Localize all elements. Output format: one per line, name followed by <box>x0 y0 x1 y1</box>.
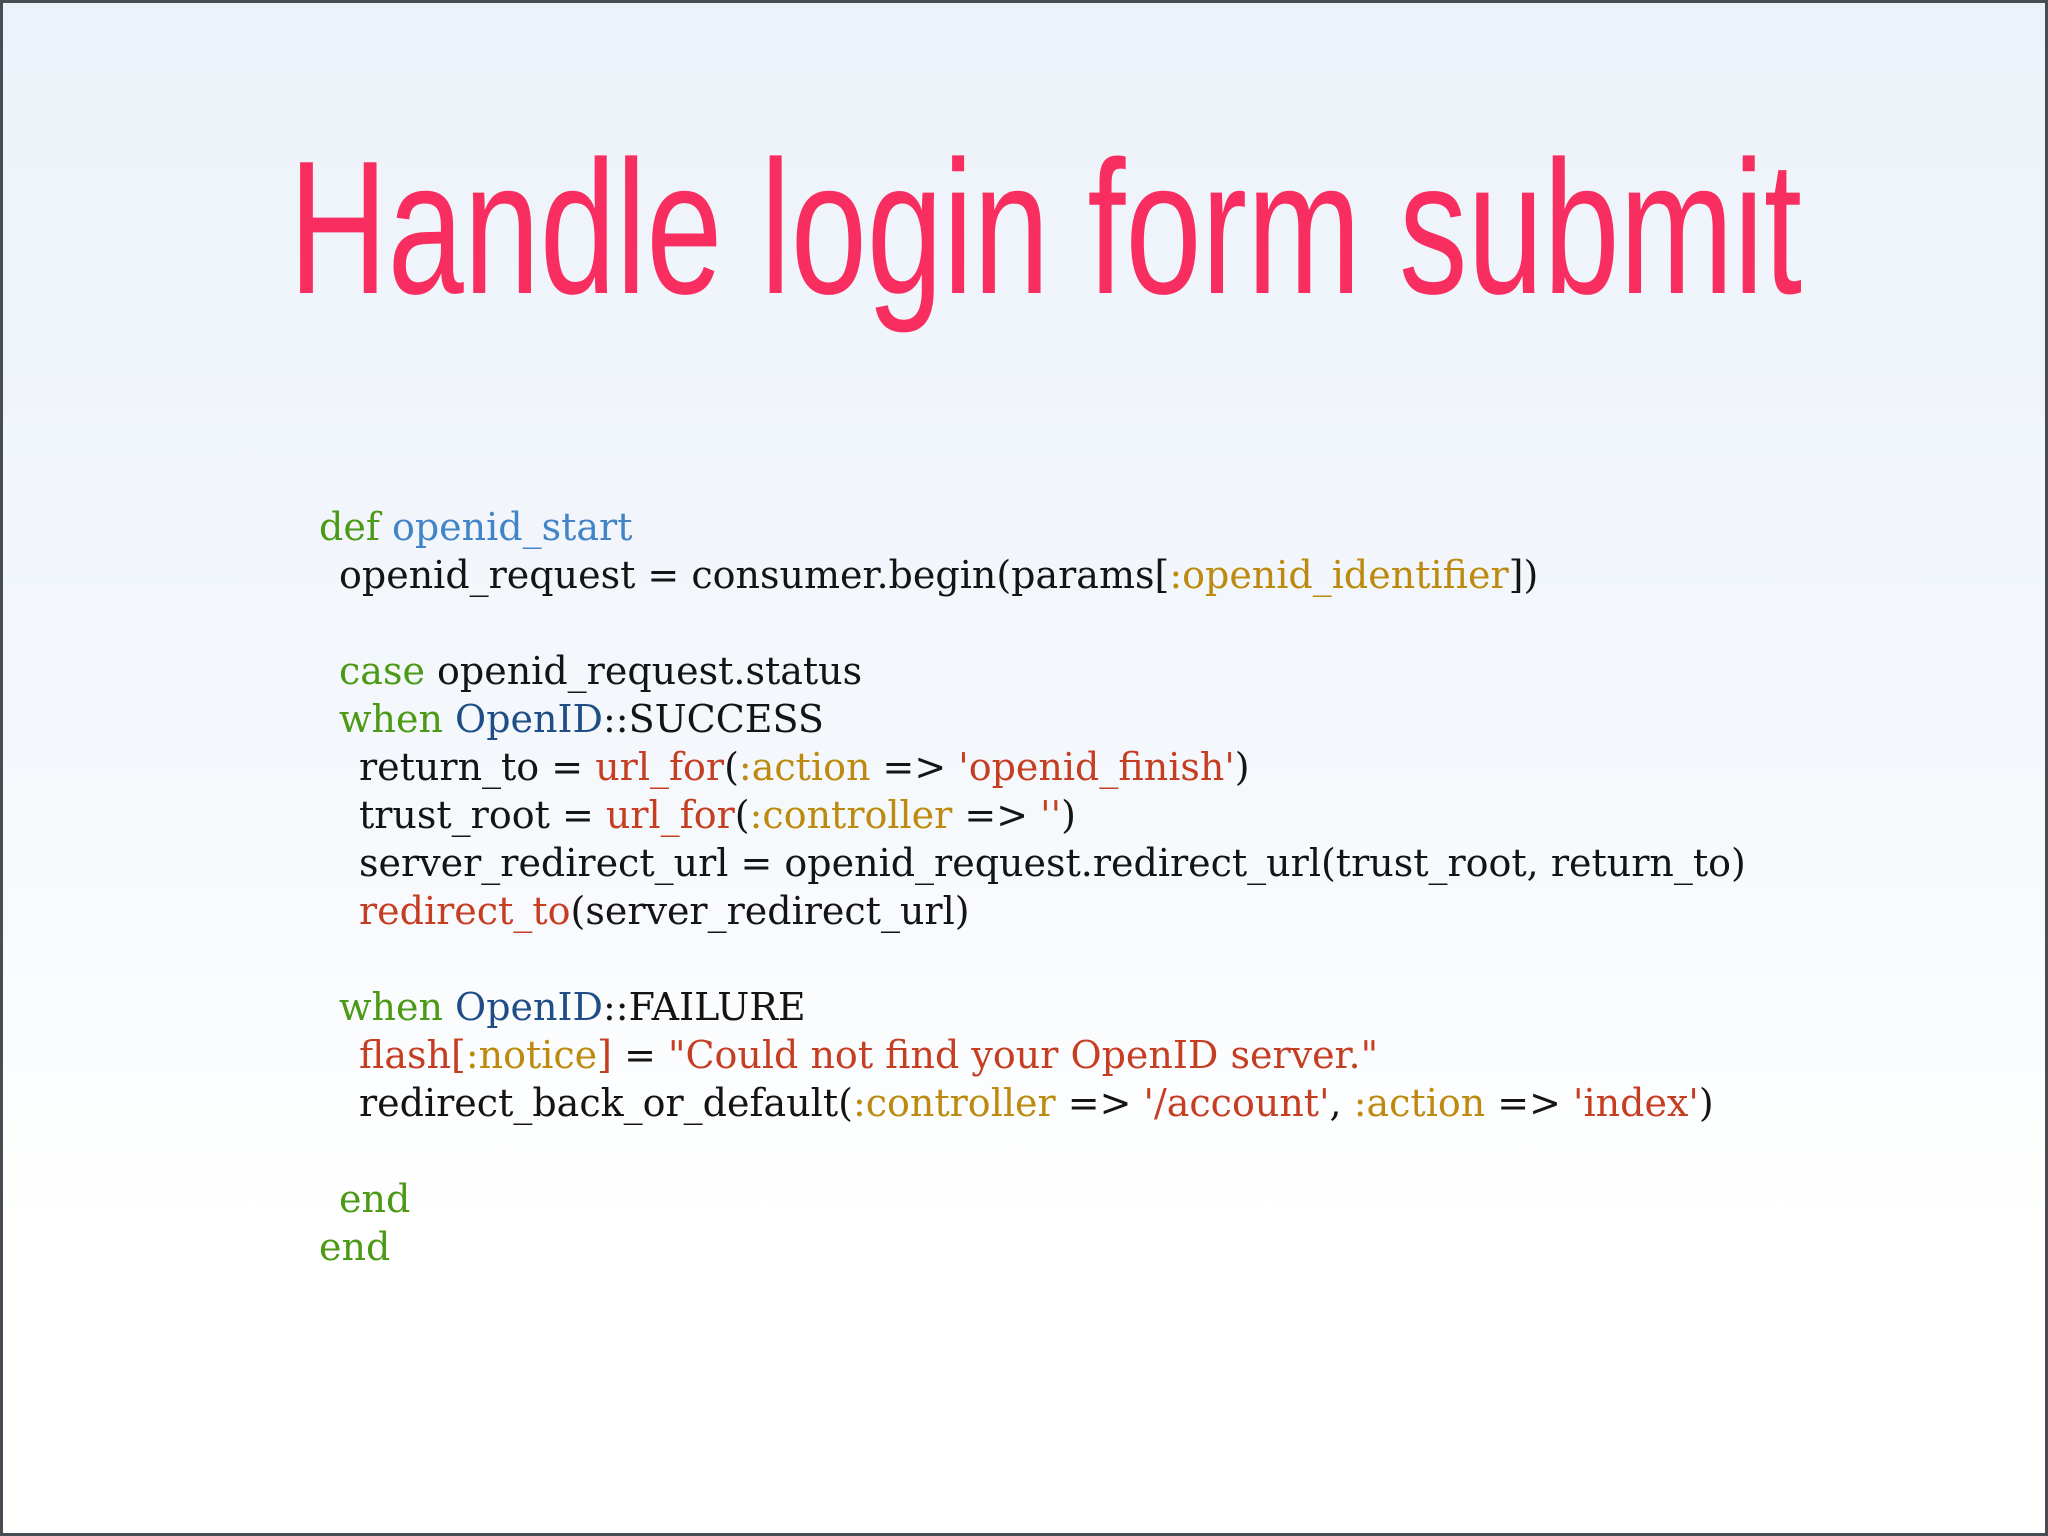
code-token-keyword: def <box>319 505 392 549</box>
code-line: end <box>319 1175 1746 1223</box>
code-blank-line <box>319 1127 1746 1175</box>
code-token-call: redirect_to <box>359 889 571 933</box>
code-token-plain: ::SUCCESS <box>602 697 824 741</box>
code-token-string: 'openid_finish' <box>958 745 1235 789</box>
code-token-plain: ::FAILURE <box>602 985 806 1029</box>
code-token-keyword: end <box>339 1177 411 1221</box>
code-line: end <box>319 1223 1746 1271</box>
code-line: flash[:notice] = "Could not find your Op… <box>319 1031 1746 1079</box>
code-token-constant: OpenID <box>455 697 603 741</box>
code-token-call: ] <box>597 1033 612 1077</box>
code-token-plain: trust_root = <box>359 793 606 837</box>
code-token-keyword: when <box>339 697 456 741</box>
code-line: def openid_start <box>319 503 1746 551</box>
code-token-string: '/account' <box>1143 1081 1330 1125</box>
code-token-symbol: :controller <box>749 793 953 837</box>
code-line: server_redirect_url = openid_request.red… <box>319 839 1746 887</box>
code-token-plain: return_to = <box>359 745 596 789</box>
code-line: return_to = url_for(:action => 'openid_f… <box>319 743 1746 791</box>
code-line: when OpenID::SUCCESS <box>319 695 1746 743</box>
code-token-plain: ) <box>1234 745 1250 789</box>
code-token-symbol: :action <box>738 745 871 789</box>
slide-title: Handle login form submit <box>288 122 1802 334</box>
code-token-call: url_for <box>605 793 735 837</box>
code-token-string: "Could not find your OpenID server." <box>668 1033 1379 1077</box>
code-token-symbol: :action <box>1353 1081 1486 1125</box>
code-blank-line <box>319 599 1746 647</box>
code-token-plain: => <box>1055 1081 1144 1125</box>
code-token-plain: => <box>1485 1081 1574 1125</box>
code-line: openid_request = consumer.begin(params[:… <box>319 551 1746 599</box>
code-token-keyword: case <box>339 649 438 693</box>
code-blank-line <box>319 935 1746 983</box>
code-token-plain: ) <box>1061 793 1076 837</box>
code-line: redirect_to(server_redirect_url) <box>319 887 1746 935</box>
code-token-plain: openid_request = consumer.begin(params[ <box>339 553 1170 597</box>
code-token-call: url_for <box>595 745 725 789</box>
code-token-plain: ) <box>1698 1081 1714 1125</box>
code-token-plain: (server_redirect_url) <box>570 889 970 933</box>
code-token-symbol: :openid_identifier <box>1169 553 1509 597</box>
code-line: case openid_request.status <box>319 647 1746 695</box>
code-token-keyword: when <box>339 985 456 1029</box>
code-token-symbol: :notice <box>465 1033 598 1077</box>
code-token-plain: openid_request.status <box>437 649 863 693</box>
code-token-plain: ( <box>724 745 739 789</box>
code-token-symbol: :controller <box>852 1081 1056 1125</box>
code-token-keyword: end <box>319 1225 391 1269</box>
code-line: trust_root = url_for(:controller => '') <box>319 791 1746 839</box>
code-token-defname: openid_start <box>391 505 633 549</box>
code-token-constant: OpenID <box>455 985 603 1029</box>
code-token-plain: = <box>612 1033 668 1077</box>
code-token-plain: , <box>1329 1081 1354 1125</box>
code-token-plain: => <box>870 745 959 789</box>
code-token-call: flash[ <box>359 1033 466 1077</box>
code-line: redirect_back_or_default(:controller => … <box>319 1079 1746 1127</box>
code-line: when OpenID::FAILURE <box>319 983 1746 1031</box>
code-token-plain: redirect_back_or_default( <box>359 1081 853 1125</box>
code-token-plain: ( <box>734 793 750 837</box>
code-token-plain: => <box>952 793 1041 837</box>
code-token-plain: ]) <box>1508 553 1539 597</box>
code-token-string: '' <box>1040 793 1062 837</box>
code-token-string: 'index' <box>1573 1081 1699 1125</box>
code-token-plain: server_redirect_url = openid_request.red… <box>359 841 1746 885</box>
